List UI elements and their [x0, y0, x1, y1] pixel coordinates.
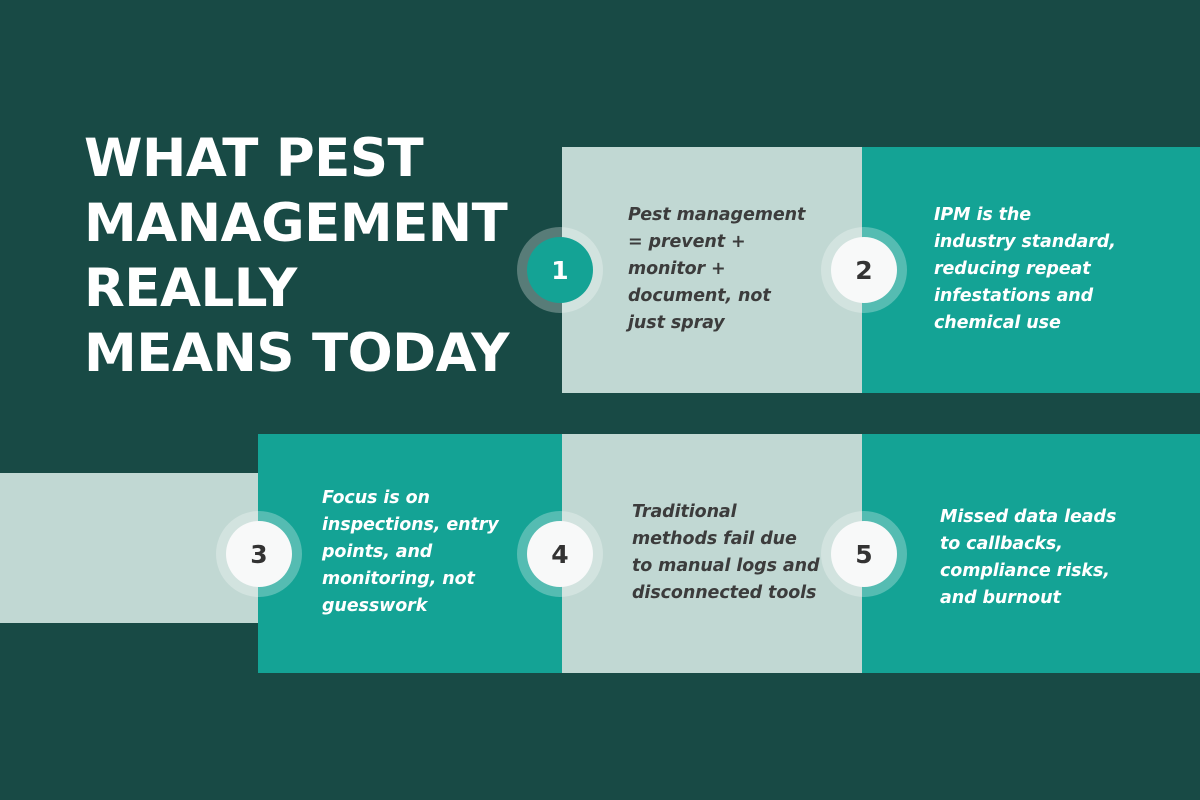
- badge-disc-icon: [831, 521, 897, 587]
- panel-item-5-text: Missed data leads to callbacks, complian…: [940, 506, 1117, 608]
- panel-item-3: Focus is on inspections, entry points, a…: [258, 434, 562, 673]
- step-badge-1-number: 1: [551, 255, 569, 285]
- panel-item-5: Missed data leads to callbacks, complian…: [862, 434, 1200, 673]
- title-line-4: MEANS TODAY: [84, 323, 509, 384]
- title-line-3: REALLY: [84, 258, 297, 319]
- panel-item-4: Traditional methods fail due to manual l…: [562, 434, 862, 673]
- panel-item-4-text: Traditional methods fail due to manual l…: [632, 501, 820, 603]
- step-badge-3: 3: [216, 511, 302, 597]
- step-badge-4-number: 4: [551, 539, 569, 569]
- panel-item-2: IPM is the industry standard, reducing r…: [862, 147, 1200, 393]
- left-accent-strip: [0, 473, 258, 623]
- panel-item-2-text: IPM is the industry standard, reducing r…: [934, 204, 1116, 333]
- panel-row-bottom: Focus is on inspections, entry points, a…: [258, 434, 1200, 673]
- step-badge-3-number: 3: [250, 539, 268, 569]
- title-line-1: WHAT PEST: [84, 128, 424, 189]
- step-badge-1: 1: [517, 227, 603, 313]
- step-badge-4: 4: [517, 511, 603, 597]
- panel-item-1-text: Pest management = prevent + monitor + do…: [628, 204, 806, 333]
- step-badge-2: 2: [821, 227, 907, 313]
- title-line-2: MANAGEMENT: [84, 193, 508, 254]
- step-badge-5-number: 5: [855, 539, 873, 569]
- step-badge-5: 5: [821, 511, 907, 597]
- badge-disc-icon: [226, 521, 292, 587]
- badge-disc-icon: [831, 237, 897, 303]
- panel-row-top: Pest management = prevent + monitor + do…: [562, 147, 1200, 393]
- panel-item-1: Pest management = prevent + monitor + do…: [562, 147, 862, 393]
- panel-item-3-text: Focus is on inspections, entry points, a…: [322, 488, 499, 616]
- step-badge-2-number: 2: [855, 255, 873, 285]
- badge-disc-icon: [527, 521, 593, 587]
- page-title: WHAT PEST MANAGEMENT REALLY MEANS TODAY: [84, 126, 524, 386]
- badge-disc-icon: [527, 237, 593, 303]
